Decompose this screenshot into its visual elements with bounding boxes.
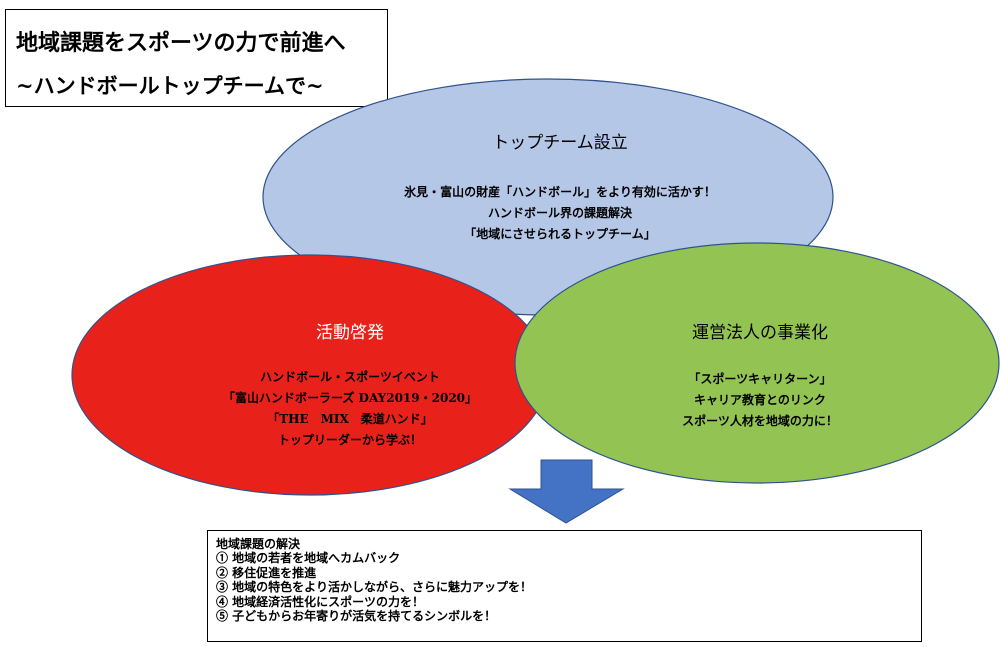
- left-ellipse-heading: 活動啓発: [316, 323, 384, 343]
- right-ellipse-line: 「スポーツキャリターン」: [688, 372, 832, 386]
- result-title: 地域課題の解決: [216, 537, 301, 551]
- top-ellipse-line: ハンドボール界の課題解決: [487, 206, 632, 220]
- top-ellipse-line: 氷見・富山の財産「ハンドボール」をより有効に活かす！: [404, 185, 716, 199]
- title-line-2: ~ハンドボールトップチームで~: [16, 73, 324, 98]
- result-item: ④ 地域経済活性化にスポーツの力を！: [216, 594, 424, 609]
- right-ellipse-heading: 運営法人の事業化: [692, 323, 828, 343]
- result-item: ⑤ 子どもからお年寄りが活気を持てるシンボルを！: [216, 609, 497, 623]
- down-arrow-icon: [508, 459, 625, 524]
- right-ellipse-line: キャリア教育とのリンク: [694, 393, 826, 407]
- title-box: 地域課題をスポーツの力で前進へ ~ハンドボールトップチームで~: [5, 9, 388, 107]
- left-ellipse-lines: ハンドボール・スポーツイベント 「富山ハンドボーラーズ DAY2019・2020…: [160, 367, 540, 451]
- right-ellipse: [514, 242, 1000, 484]
- left-ellipse-line: ハンドボール・スポーツイベント: [260, 370, 440, 384]
- right-ellipse-line: スポーツ人材を地域の力に！: [682, 414, 838, 428]
- top-ellipse-line: 「地域にさせられるトップチーム」: [464, 227, 656, 241]
- left-ellipse-line: トップリーダーから学ぶ！: [277, 433, 422, 447]
- top-ellipse-lines: 氷見・富山の財産「ハンドボール」をより有効に活かす！ ハンドボール界の課題解決 …: [360, 182, 760, 245]
- result-box: 地域課題の解決 ① 地域の若者を地域へカムバック ② 移住促進を推進 ③ 地域の…: [207, 530, 922, 642]
- result-item: ③ 地域の特色をより活かしながら、さらに魅力アップを！: [216, 580, 532, 594]
- top-ellipse-heading: トップチーム設立: [492, 133, 628, 153]
- result-item: ① 地域の若者を地域へカムバック: [216, 551, 401, 565]
- left-ellipse-line: 「THE MIX 柔道ハンド」: [267, 412, 433, 426]
- left-ellipse-line: 「富山ハンドボーラーズ DAY2019・2020」: [222, 391, 478, 405]
- result-item: ② 移住促進を推進: [216, 565, 317, 580]
- right-ellipse-lines: 「スポーツキャリターン」 キャリア教育とのリンク スポーツ人材を地域の力に！: [570, 369, 950, 432]
- title-line-1: 地域課題をスポーツの力で前進へ: [16, 30, 346, 56]
